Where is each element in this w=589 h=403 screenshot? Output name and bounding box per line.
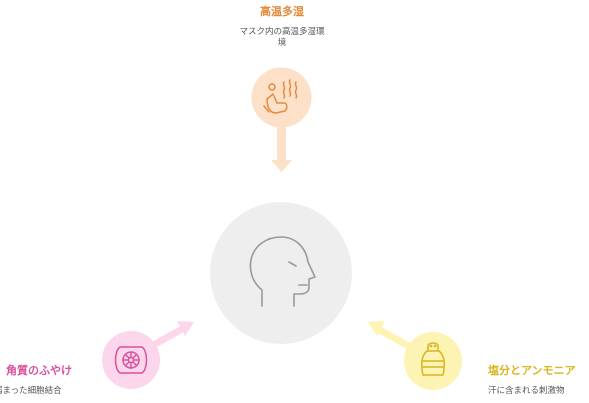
top-node-circle — [251, 67, 312, 128]
center-circle — [210, 202, 352, 344]
top-node-desc-line2: 境 — [277, 38, 287, 48]
tire-wheel-icon — [114, 346, 148, 374]
right-node-title: 塩分とアンモニア — [488, 364, 576, 377]
left-node-desc: 弱まった細胞結合 — [0, 386, 62, 396]
arrow-right-to-center — [368, 321, 414, 352]
top-node-desc-line1: マスク内の高温多湿環 — [239, 27, 325, 37]
sauna-steam-icon — [263, 79, 298, 114]
human-head-profile-icon — [249, 236, 316, 307]
left-node-title: 角質のふやけ — [6, 364, 72, 377]
top-node-title: 高温多湿 — [260, 5, 304, 18]
salt-shaker-icon — [421, 342, 445, 376]
left-node-circle — [102, 331, 160, 389]
arrow-top-to-center — [271, 120, 292, 172]
right-node-desc: 汗に含まれる刺激物 — [488, 386, 565, 396]
